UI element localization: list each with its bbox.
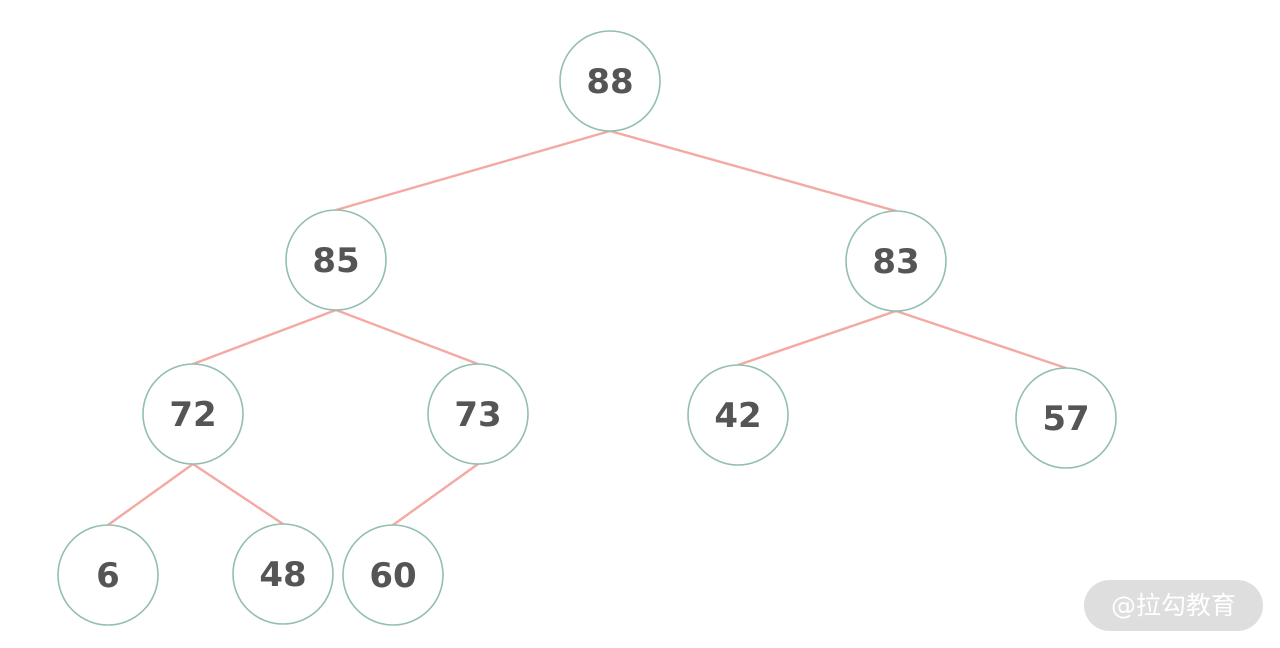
node-label: 72 [169,395,216,435]
node-label: 88 [586,62,633,102]
edge-n72-n6 [106,462,195,527]
edge-n83-n57 [894,309,1068,370]
node-circle [57,524,159,626]
tree-node-48: 48 [232,523,334,625]
watermark-badge: @拉勾教育 [1084,580,1263,631]
nodes-layer: 88 85 83 72 73 42 57 6 48 60 [57,30,1117,626]
node-circle [687,364,789,466]
node-label: 57 [1042,399,1089,439]
node-circle [1015,367,1117,469]
node-label: 6 [96,556,120,596]
tree-node-85: 85 [285,209,387,311]
watermark-text: @拉勾教育 [1110,591,1236,620]
edge-n85-n72 [191,308,338,366]
node-circle [142,363,244,465]
node-label: 48 [259,555,306,595]
tree-node-72: 72 [142,363,244,465]
tree-node-42: 42 [687,364,789,466]
tree-node-83: 83 [845,210,947,312]
edge-n85-n73 [334,308,480,366]
node-label: 42 [714,396,761,436]
tree-node-6: 6 [57,524,159,626]
node-circle [427,363,529,465]
edges-layer [106,129,1068,527]
tree-node-73: 73 [427,363,529,465]
node-label: 83 [872,242,919,282]
edge-n88-n83 [608,129,898,213]
node-circle [559,30,661,132]
edge-n72-n48 [191,462,285,526]
edge-n88-n85 [334,129,612,212]
node-label: 60 [369,556,416,596]
tree-node-60: 60 [342,524,444,626]
tree-node-88: 88 [559,30,661,132]
node-label: 73 [454,395,501,435]
node-circle [845,210,947,312]
node-label: 85 [312,241,359,281]
tree-node-57: 57 [1015,367,1117,469]
node-circle [285,209,387,311]
edge-n83-n42 [736,309,898,367]
node-circle [342,524,444,626]
node-circle [232,523,334,625]
edge-n73-n60 [391,462,480,527]
